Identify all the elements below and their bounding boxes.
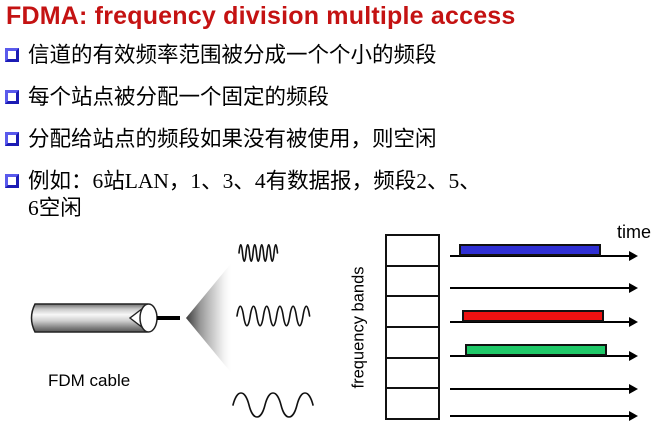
bullet-text: 信道的有效频率范围被分成一个个小的频段 — [28, 43, 437, 67]
time-arrow-band-5 — [450, 384, 638, 394]
time-axis-label: time — [617, 222, 652, 242]
bullet-item: 例如：6站LAN，1、3、4有数据报，频段2、5、 6空闲 — [5, 168, 660, 222]
band-1-transmission-bar — [459, 244, 601, 256]
band-cell-5 — [387, 359, 438, 390]
fdm-cable-figure — [30, 243, 314, 418]
high-frequency-wave-icon — [238, 243, 279, 263]
bullet-item: 分配给站点的频段如果没有被使用，则空闲 — [5, 126, 660, 153]
bullet-text: 例如：6站LAN，1、3、4有数据报，频段2、5、 6空闲 — [28, 169, 481, 220]
band-cell-4 — [387, 328, 438, 359]
band-cell-3 — [387, 297, 438, 329]
band-cell-6 — [387, 389, 438, 418]
cable-body — [30, 303, 148, 333]
band-cell-1 — [387, 236, 438, 267]
time-arrow-band-6 — [450, 411, 638, 421]
band-cell-2 — [387, 267, 438, 298]
time-arrow-band-2 — [450, 283, 638, 293]
square-bullet-icon — [5, 132, 19, 146]
time-arrow-band-1 — [450, 251, 638, 261]
slide-title: FDMA: frequency division multiple access — [6, 2, 516, 30]
time-arrow-band-3 — [450, 317, 638, 327]
frequency-bands-axis-label: frequency bands — [349, 265, 368, 389]
square-bullet-icon — [5, 174, 19, 188]
bullet-text: 每个站点被分配一个固定的频段 — [28, 85, 330, 109]
band-3-transmission-bar — [462, 310, 604, 322]
square-bullet-icon — [5, 48, 19, 62]
square-bullet-icon — [5, 90, 19, 104]
bullet-item: 每个站点被分配一个固定的频段 — [5, 84, 660, 111]
bullet-text: 分配给站点的频段如果没有被使用，则空闲 — [28, 127, 437, 151]
bullet-item: 信道的有效频率范围被分成一个个小的频段 — [5, 42, 660, 69]
medium-frequency-wave-icon — [236, 305, 311, 327]
cable-end-cap — [139, 303, 158, 333]
bands-column — [385, 234, 440, 420]
time-arrow-band-4 — [450, 351, 638, 361]
bullet-list: 信道的有效频率范围被分成一个个小的频段 每个站点被分配一个固定的频段 分配给站点… — [5, 42, 660, 237]
low-frequency-wave-icon — [232, 392, 314, 418]
fdm-cable-label: FDM cable — [48, 371, 131, 390]
signal-cone — [186, 261, 233, 375]
band-4-transmission-bar — [465, 344, 607, 356]
